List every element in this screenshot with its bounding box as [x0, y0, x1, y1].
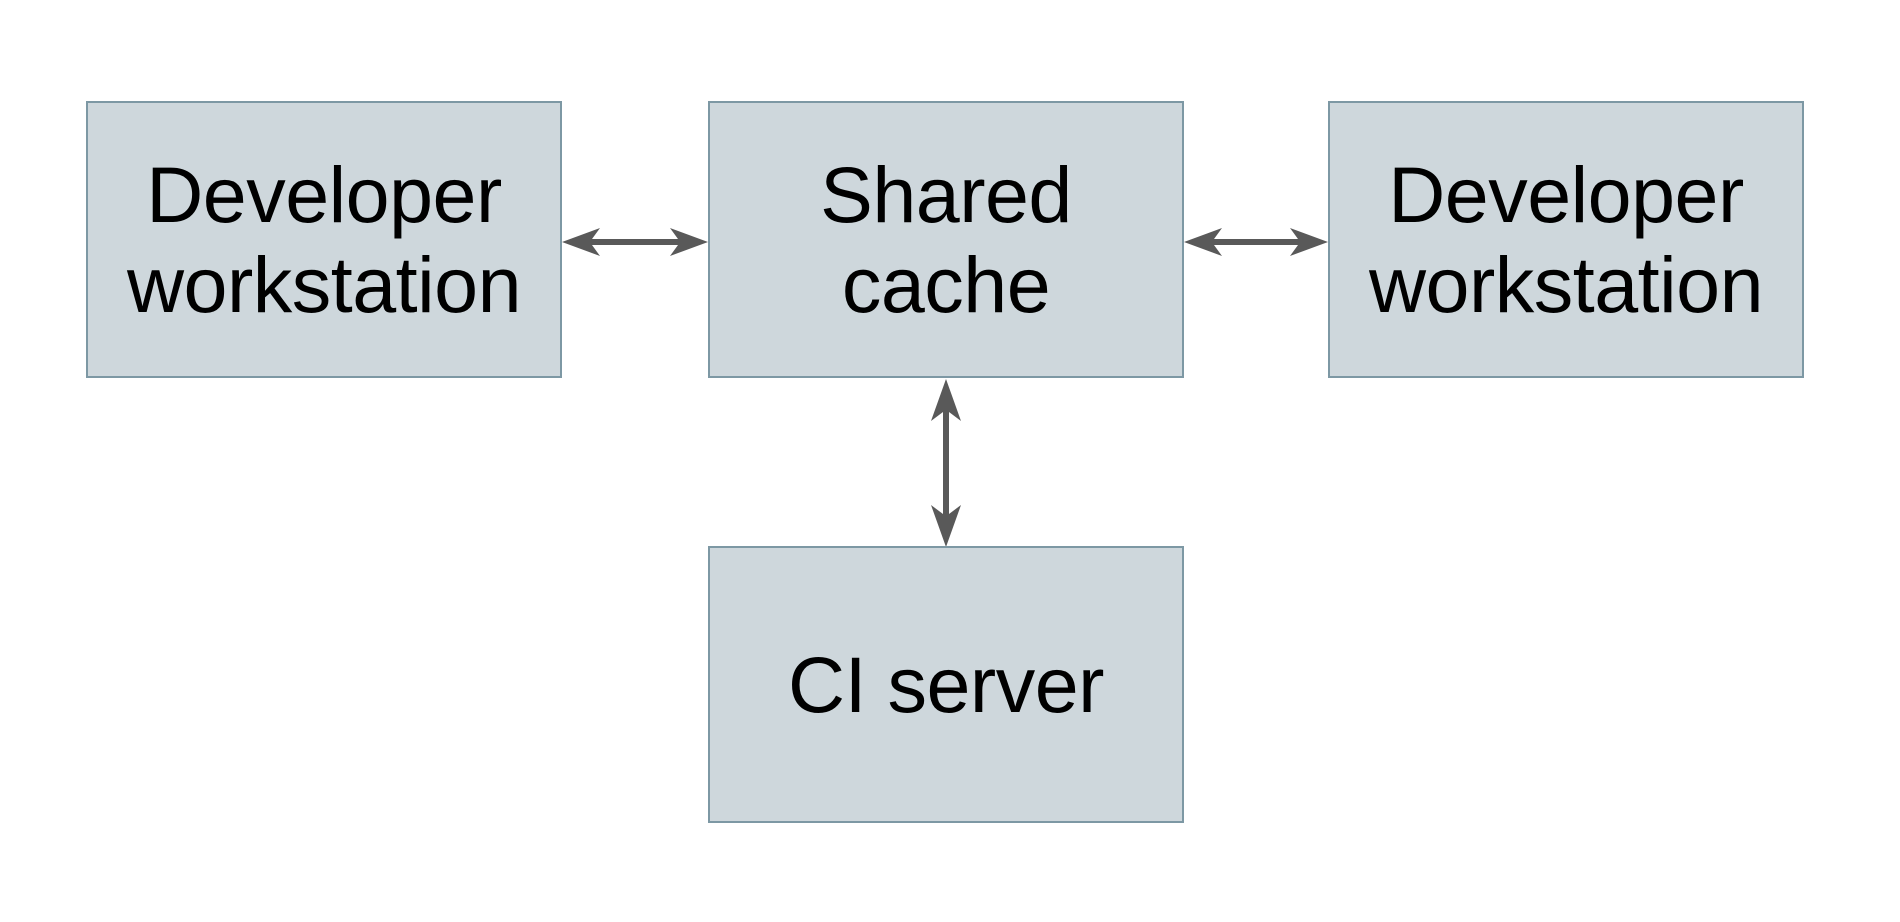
node-label: Developer workstation [126, 149, 522, 329]
arrow-double-headed-horizontal-icon [1184, 228, 1328, 256]
edge-cache-to-ci-server[interactable] [929, 379, 963, 547]
arrow-double-headed-vertical-icon [931, 379, 961, 547]
node-label: Shared cache [820, 149, 1072, 329]
edge-left-workstation-to-cache[interactable] [562, 226, 708, 258]
node-developer-workstation-left[interactable]: Developer workstation [86, 101, 562, 378]
arrow-double-headed-horizontal-icon [562, 228, 708, 256]
edge-cache-to-right-workstation[interactable] [1184, 226, 1328, 258]
node-developer-workstation-right[interactable]: Developer workstation [1328, 101, 1804, 378]
node-shared-cache[interactable]: Shared cache [708, 101, 1184, 378]
node-label: CI server [788, 639, 1104, 729]
node-label: Developer workstation [1368, 149, 1764, 329]
node-ci-server[interactable]: CI server [708, 546, 1184, 823]
